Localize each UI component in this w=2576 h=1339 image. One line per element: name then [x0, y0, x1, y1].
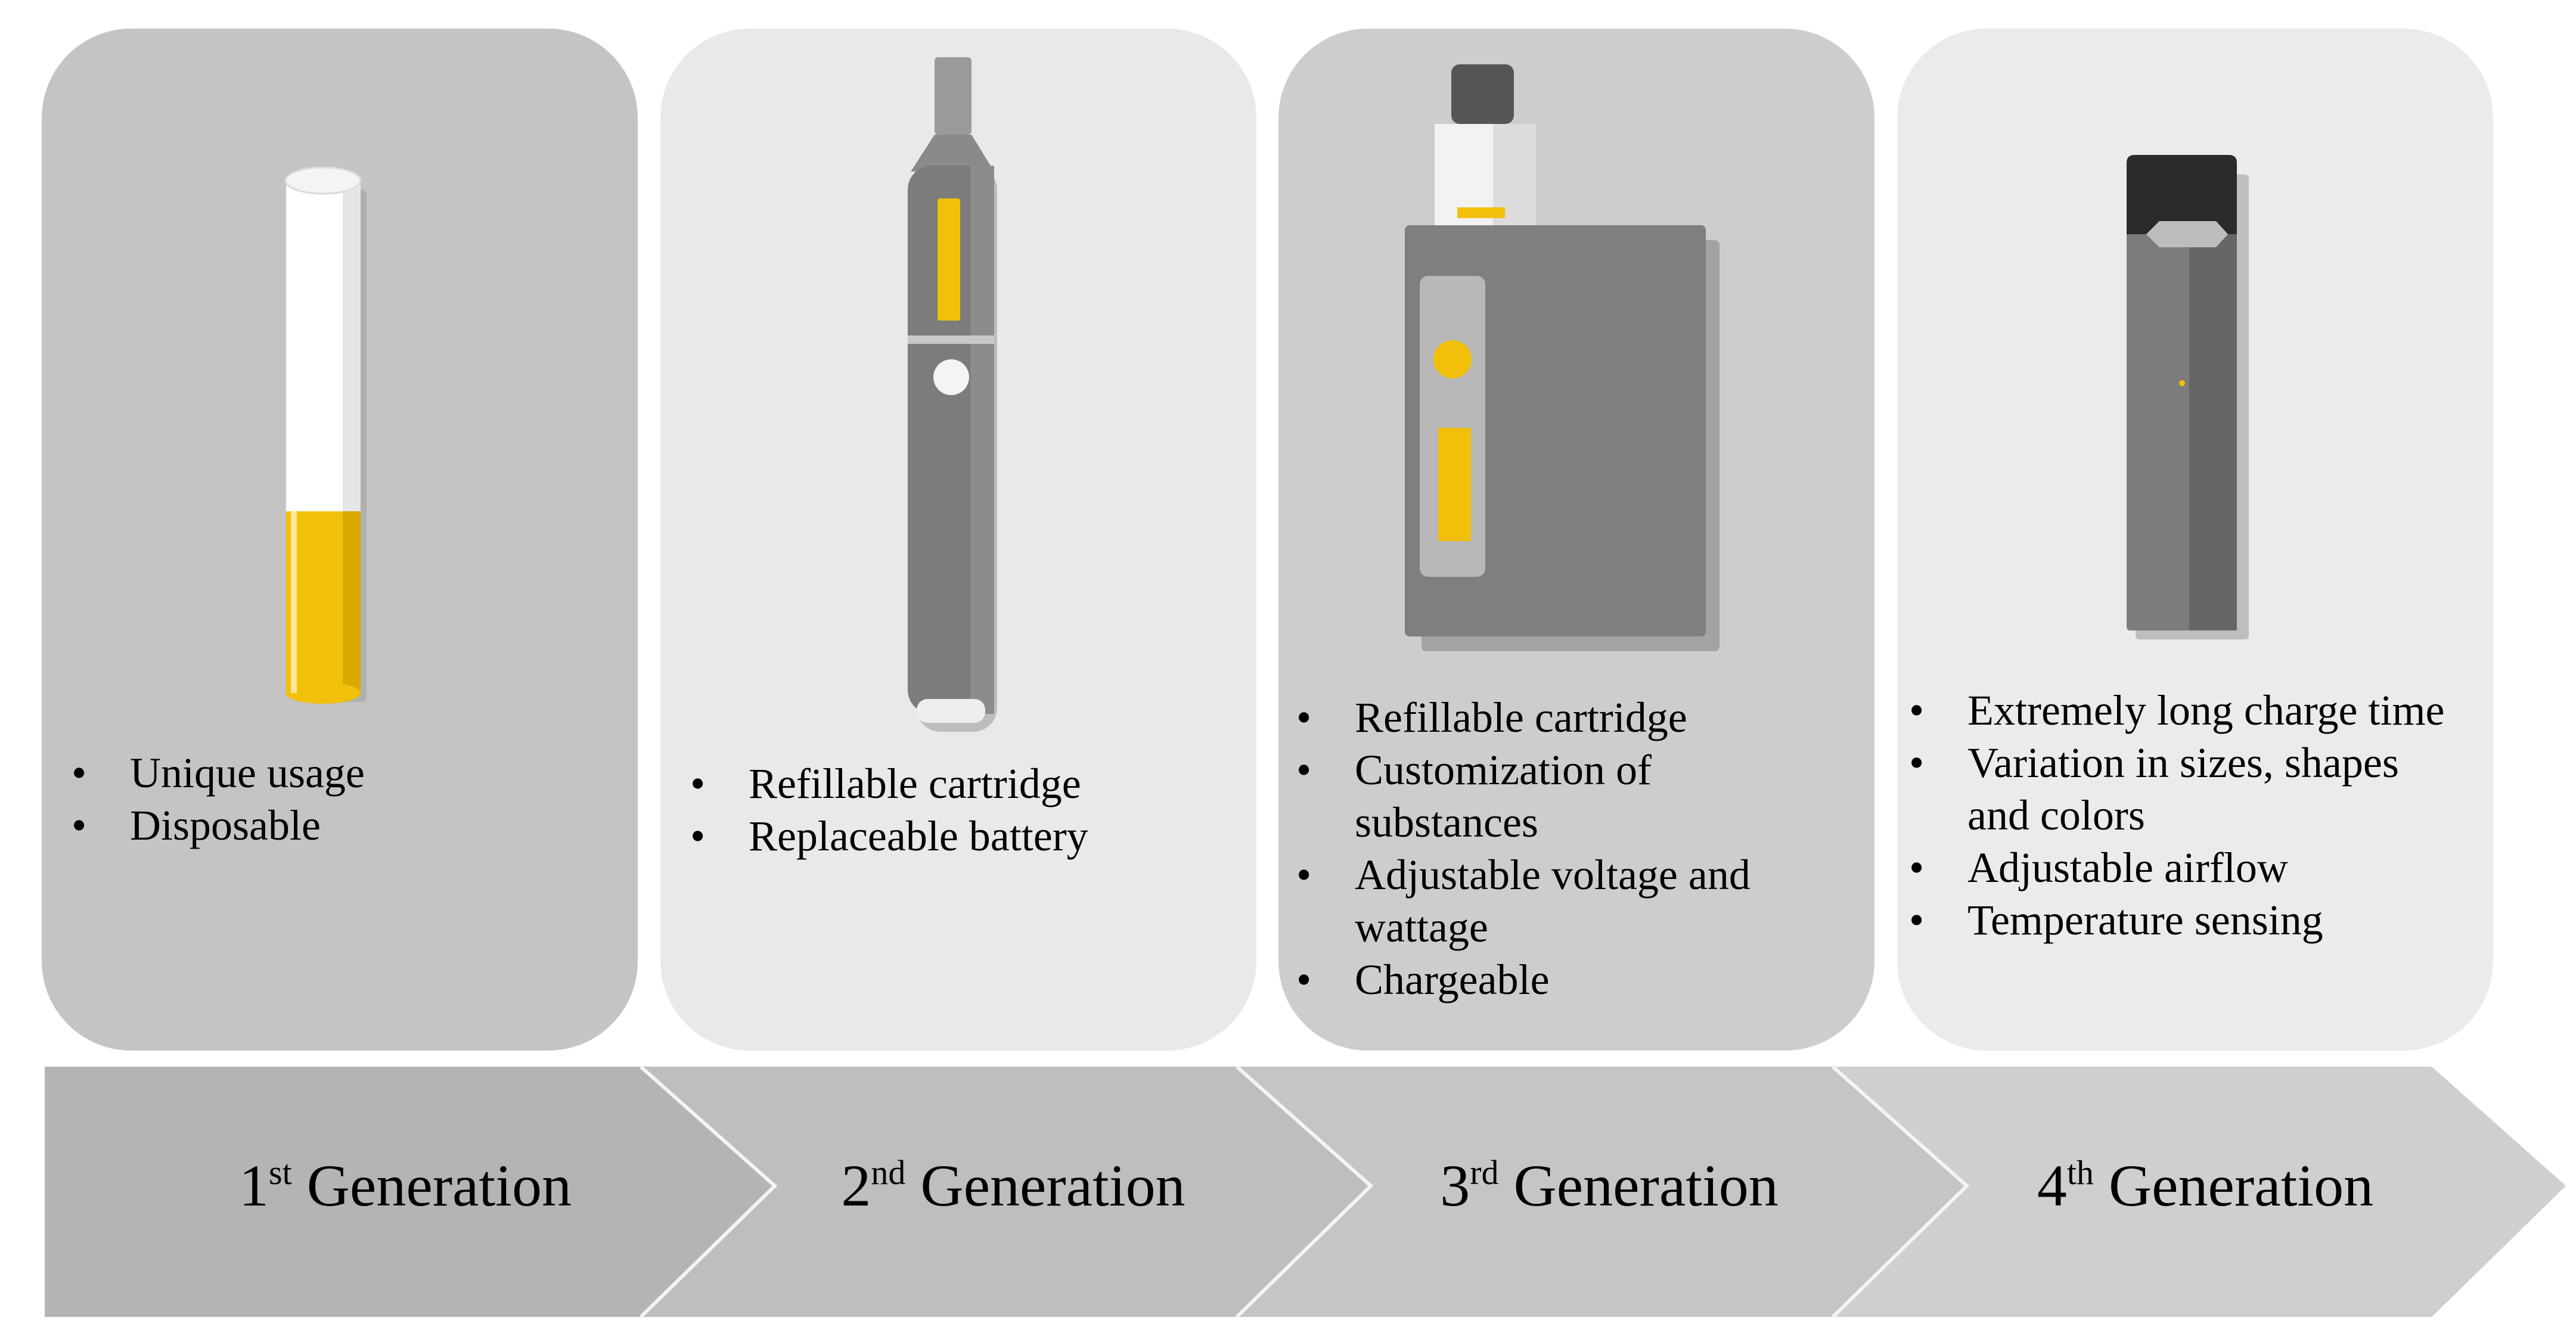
feature-item: Customization of substances [1296, 744, 1833, 849]
vape-pen-icon [908, 57, 997, 732]
pod-device-icon [2127, 155, 2249, 639]
box-mod-icon [1405, 64, 1720, 651]
generation-panel-4: Extremely long charge time Variation in … [1897, 29, 2493, 1051]
timeline-divider [1235, 1065, 1374, 1319]
disposable-cigalike-icon [284, 166, 367, 704]
feature-item: Replaceable battery [690, 810, 1215, 862]
feature-list: Refillable cartridge Customization of su… [1296, 691, 1833, 1006]
feature-list: Extremely long charge time Variation in … [1909, 684, 2463, 946]
feature-item: Variation in sizes, shapes and colors [1909, 737, 2463, 841]
generation-panel-3: Refillable cartridge Customization of su… [1278, 29, 1874, 1051]
feature-list: Refillable cartridge Replaceable battery [690, 757, 1215, 862]
generation-label-3: 3rd Generation [1440, 1152, 1779, 1219]
timeline-segment-4 [1833, 1067, 2566, 1317]
feature-item: Chargeable [1296, 953, 1833, 1006]
generation-label-2: 2nd Generation [841, 1152, 1185, 1219]
timeline-divider [1831, 1065, 1970, 1319]
feature-item: Temperature sensing [1909, 894, 2463, 946]
feature-item: Unique usage [72, 747, 596, 799]
feature-item: Refillable cartridge [690, 757, 1215, 810]
timeline-segment-2 [641, 1067, 1371, 1317]
generation-panel-2: Refillable cartridge Replaceable battery [660, 29, 1256, 1051]
feature-item: Refillable cartridge [1296, 691, 1833, 744]
generation-label-1: 1st Generation [239, 1152, 572, 1219]
feature-item: Adjustable airflow [1909, 841, 2463, 894]
feature-list: Unique usage Disposable [72, 747, 596, 852]
timeline-divider [639, 1065, 778, 1319]
timeline-segment-3 [1237, 1067, 1967, 1317]
feature-item: Extremely long charge time [1909, 684, 2463, 737]
generation-panel-1: Unique usage Disposable [42, 29, 638, 1051]
feature-item: Adjustable voltage and wattage [1296, 849, 1833, 953]
generation-label-4: 4th Generation [2037, 1152, 2374, 1219]
feature-item: Disposable [72, 799, 596, 852]
timeline-segment-1 [45, 1067, 775, 1317]
